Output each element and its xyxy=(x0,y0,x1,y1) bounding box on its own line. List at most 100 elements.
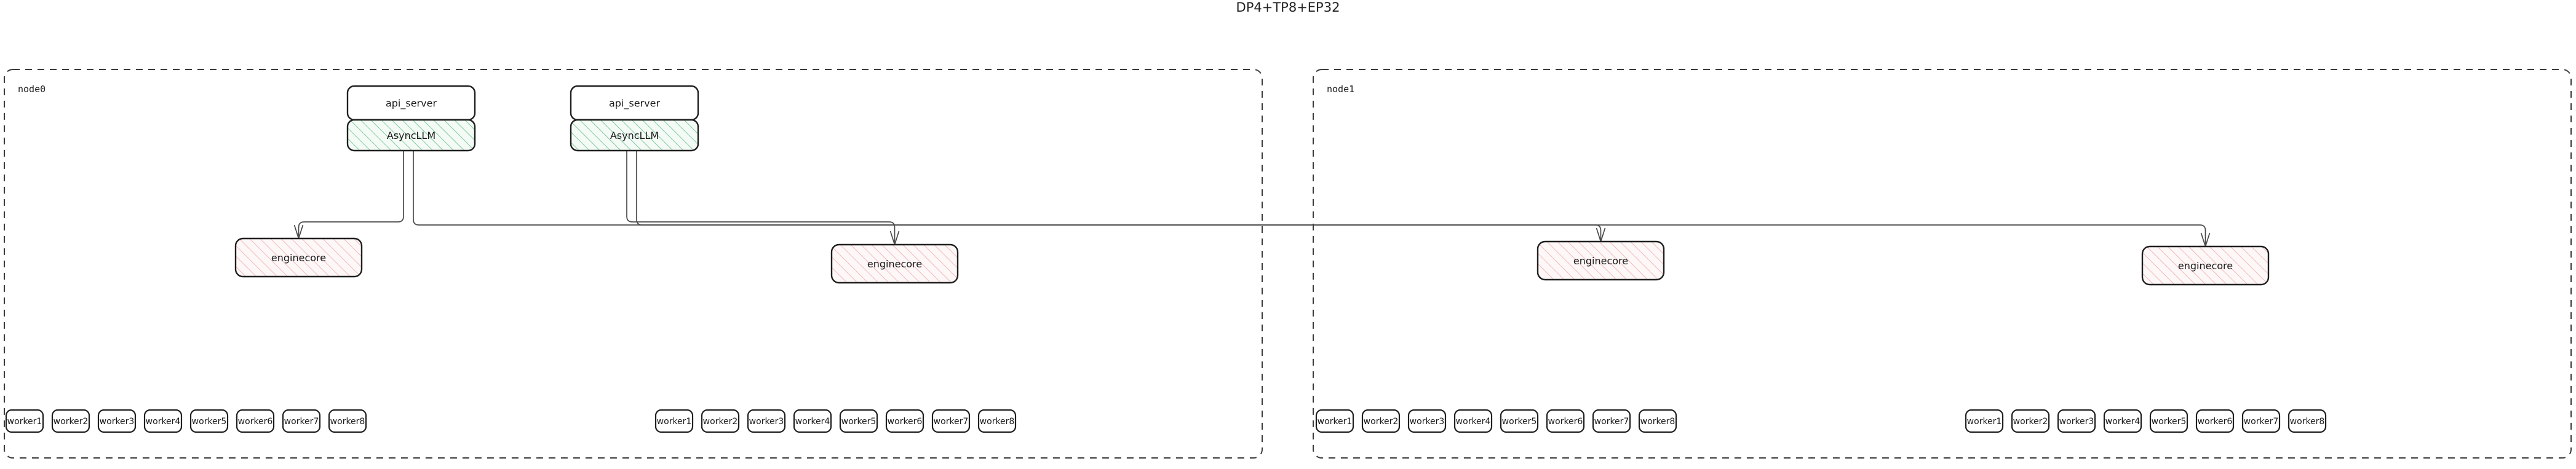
enginecore-1: enginecore xyxy=(234,237,363,278)
node-group: api_serverAsyncLLMapi_serverAsyncLLMengi… xyxy=(5,85,2327,433)
worker-label: worker1 xyxy=(1967,417,2002,427)
worker-box[interactable] xyxy=(189,409,229,433)
worker-box[interactable] xyxy=(1592,409,1631,433)
worker-box[interactable] xyxy=(2241,409,2281,433)
worker-group-1: worker1 worker2 worker3 worker4 worker5 worke… xyxy=(5,409,367,433)
cluster-node1: node1 xyxy=(1313,69,2572,459)
worker-label: worker5 xyxy=(2152,417,2187,427)
enginecore-4: enginecore xyxy=(2141,245,2270,286)
worker-label: worker4 xyxy=(146,417,181,427)
worker-label: worker8 xyxy=(1640,417,1676,427)
worker-label: worker8 xyxy=(330,417,365,427)
worker-label: worker3 xyxy=(100,417,135,427)
worker-box[interactable] xyxy=(1453,409,1493,433)
worker-label: worker4 xyxy=(795,417,830,427)
worker-box[interactable] xyxy=(51,409,90,433)
worker-label: worker6 xyxy=(2198,417,2233,427)
worker-label: worker3 xyxy=(1410,417,1445,427)
worker-box[interactable] xyxy=(2288,409,2327,433)
enginecore-box[interactable] xyxy=(234,237,363,278)
worker-box[interactable] xyxy=(5,409,44,433)
worker-box[interactable] xyxy=(1315,409,1354,433)
worker-label: worker1 xyxy=(657,417,692,427)
worker-label: worker5 xyxy=(1502,417,1537,427)
worker-label: worker4 xyxy=(2105,417,2141,427)
worker-group-4: worker1 worker2 worker3 worker4 worker5 worke… xyxy=(1965,409,2327,433)
enginecore-label: enginecore xyxy=(867,258,922,270)
worker-box[interactable] xyxy=(2149,409,2188,433)
worker-box[interactable] xyxy=(2057,409,2096,433)
worker-label: worker2 xyxy=(2013,417,2048,427)
worker-label: worker1 xyxy=(7,417,42,427)
worker-label: worker3 xyxy=(749,417,784,427)
worker-box[interactable] xyxy=(2195,409,2235,433)
worker-label: worker5 xyxy=(841,417,877,427)
worker-box[interactable] xyxy=(97,409,137,433)
worker-label: worker8 xyxy=(980,417,1015,427)
edge-llm0-ec0 xyxy=(298,151,404,238)
worker-box[interactable] xyxy=(977,409,1017,433)
worker-box[interactable] xyxy=(1407,409,1447,433)
async-llm-box[interactable] xyxy=(346,119,476,152)
worker-box[interactable] xyxy=(143,409,183,433)
worker-box[interactable] xyxy=(236,409,275,433)
worker-box[interactable] xyxy=(747,409,786,433)
worker-box[interactable] xyxy=(2103,409,2142,433)
cluster-label-node1: node1 xyxy=(1327,84,1354,95)
worker-label: worker3 xyxy=(2059,417,2094,427)
enginecore-label: enginecore xyxy=(271,252,326,264)
worker-box[interactable] xyxy=(1638,409,1677,433)
worker-label: worker7 xyxy=(284,417,319,427)
worker-box[interactable] xyxy=(885,409,924,433)
async-llm-box[interactable] xyxy=(570,119,699,152)
worker-group-3: worker1 worker2 worker3 worker4 worker5 worke… xyxy=(1315,409,1677,433)
worker-box[interactable] xyxy=(1500,409,1539,433)
page-title: DP4+TP8+EP32 xyxy=(1236,0,1340,15)
worker-label: worker6 xyxy=(238,417,273,427)
worker-box[interactable] xyxy=(2011,409,2050,433)
enginecore-box[interactable] xyxy=(830,243,959,284)
edge-llm1-ec3 xyxy=(636,151,2206,246)
worker-label: worker4 xyxy=(1456,417,1491,427)
worker-label: worker2 xyxy=(1364,417,1399,427)
worker-box[interactable] xyxy=(1965,409,2004,433)
cluster-border-node0 xyxy=(4,69,1263,459)
api-server-label: api_server xyxy=(386,98,437,110)
worker-box[interactable] xyxy=(701,409,740,433)
enginecore-label: enginecore xyxy=(1573,255,1628,267)
enginecore-2: enginecore xyxy=(830,243,959,284)
worker-box[interactable] xyxy=(931,409,971,433)
worker-box[interactable] xyxy=(793,409,832,433)
worker-box[interactable] xyxy=(1361,409,1401,433)
cluster-node0: node0 xyxy=(4,69,1263,459)
worker-label: worker1 xyxy=(1318,417,1353,427)
worker-label: worker2 xyxy=(703,417,738,427)
worker-box[interactable] xyxy=(839,409,878,433)
worker-label: worker6 xyxy=(888,417,923,427)
edge-group xyxy=(293,151,2211,248)
cluster-group: node0 node1 xyxy=(4,69,2572,459)
worker-label: worker8 xyxy=(2290,417,2325,427)
worker-group-2: worker1 worker2 worker3 worker4 worker5 worke… xyxy=(654,409,1017,433)
worker-box[interactable] xyxy=(654,409,694,433)
worker-box[interactable] xyxy=(282,409,321,433)
cluster-border-node1 xyxy=(1313,69,2572,459)
worker-label: worker7 xyxy=(934,417,969,427)
worker-box[interactable] xyxy=(1546,409,1585,433)
enginecore-3: enginecore xyxy=(1536,240,1665,281)
worker-label: worker5 xyxy=(192,417,227,427)
enginecore-box[interactable] xyxy=(1536,240,1665,281)
enginecore-label: enginecore xyxy=(2178,260,2233,272)
worker-box[interactable] xyxy=(328,409,367,433)
worker-label: worker2 xyxy=(54,417,89,427)
worker-label: worker7 xyxy=(1594,417,1629,427)
enginecore-box[interactable] xyxy=(2141,245,2270,286)
api-server-label: api_server xyxy=(609,98,660,110)
worker-label: worker7 xyxy=(2244,417,2279,427)
async-llm-label: AsyncLLM xyxy=(387,130,435,141)
async-llm-label: AsyncLLM xyxy=(610,130,659,141)
